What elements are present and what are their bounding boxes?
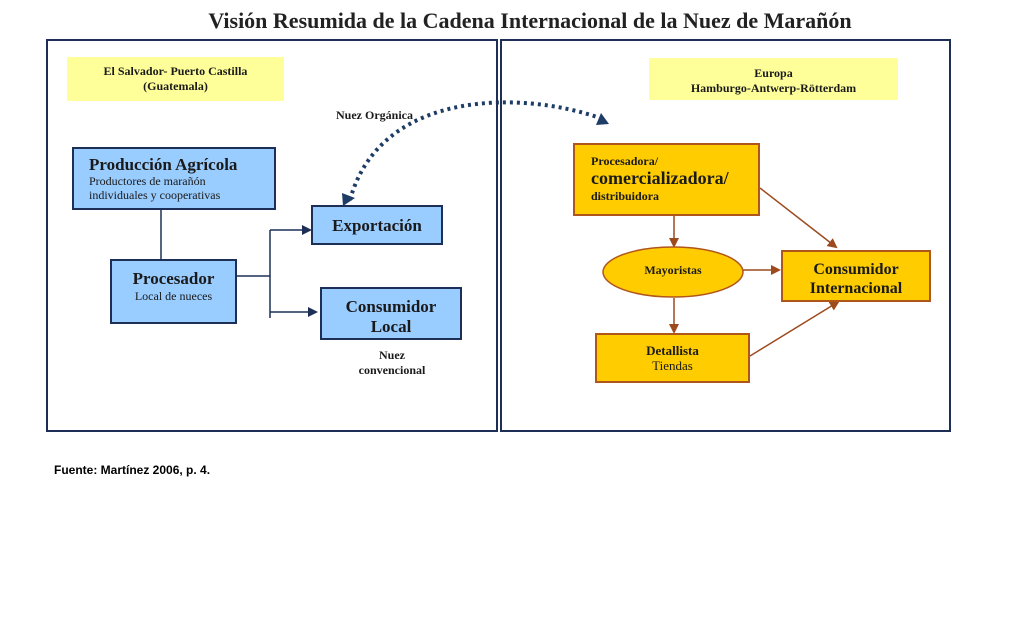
exportacion-box: Exportación xyxy=(311,205,443,245)
nuez-convencional-line2: convencional xyxy=(358,363,426,377)
destination-region-line1: Europa xyxy=(754,66,793,80)
diagram-title: Visión Resumida de la Cadena Internacion… xyxy=(208,8,852,33)
consumidor-internacional-line2: Internacional xyxy=(809,280,903,297)
produccion-line2: individuales y cooperativas xyxy=(89,188,221,202)
consumidor-internacional-line1: Consumidor xyxy=(813,261,899,278)
consumidor-local-line2: Local xyxy=(370,317,412,336)
procesador-box: Procesador Local de nueces xyxy=(110,259,237,324)
nuez-organica-label: Nuez Orgánica xyxy=(336,108,413,122)
produccion-line1: Productores de marañón xyxy=(89,174,206,188)
procesadora-line1: Procesadora/ xyxy=(591,154,659,168)
origin-region-label: El Salvador- Puerto Castilla (Guatemala) xyxy=(67,57,284,101)
origin-region-line2: (Guatemala) xyxy=(143,79,208,93)
procesadora-line3: distribuidora xyxy=(591,189,660,203)
consumidor-internacional-box: Consumidor Internacional xyxy=(781,250,931,302)
destination-region-line2: Hamburgo-Antwerp-Rötterdam xyxy=(690,81,857,95)
detallista-subtitle: Tiendas xyxy=(652,358,693,373)
organic-arc-head-left xyxy=(342,193,355,206)
procesadora-box: Procesadora/ comercializadora/ distribui… xyxy=(573,143,760,216)
organic-export-arc xyxy=(348,100,601,201)
produccion-title: Producción Agrícola xyxy=(89,155,238,174)
panel-divider xyxy=(496,39,498,432)
arrow-detallista-consumidor xyxy=(749,300,840,357)
produccion-agricola-box: Producción Agrícola Productores de marañ… xyxy=(72,147,276,210)
consumidor-local-line1: Consumidor xyxy=(345,297,437,316)
source-citation: Fuente: Martínez 2006, p. 4. xyxy=(54,463,211,477)
organic-arc-head-right xyxy=(596,113,609,125)
procesador-title: Procesador xyxy=(132,269,215,288)
arrow-procesadora-consumidor xyxy=(759,187,838,249)
exportacion-label: Exportación xyxy=(332,216,422,235)
consumidor-local-box: Consumidor Local xyxy=(320,287,462,340)
mayoristas-ellipse xyxy=(602,246,744,298)
origin-region-line1: El Salvador- Puerto Castilla xyxy=(103,64,248,78)
detallista-box: Detallista Tiendas xyxy=(595,333,750,383)
mayoristas-label: Mayoristas xyxy=(644,263,702,277)
procesador-subtitle: Local de nueces xyxy=(134,289,213,303)
procesadora-line2: comercializadora/ xyxy=(591,168,729,188)
right-panel xyxy=(500,39,951,432)
nuez-convencional-label: Nuez convencional xyxy=(340,348,444,378)
destination-region-label: Europa Hamburgo-Antwerp-Rötterdam xyxy=(649,58,898,100)
detallista-title: Detallista xyxy=(646,343,699,358)
nuez-convencional-line1: Nuez xyxy=(379,348,405,362)
